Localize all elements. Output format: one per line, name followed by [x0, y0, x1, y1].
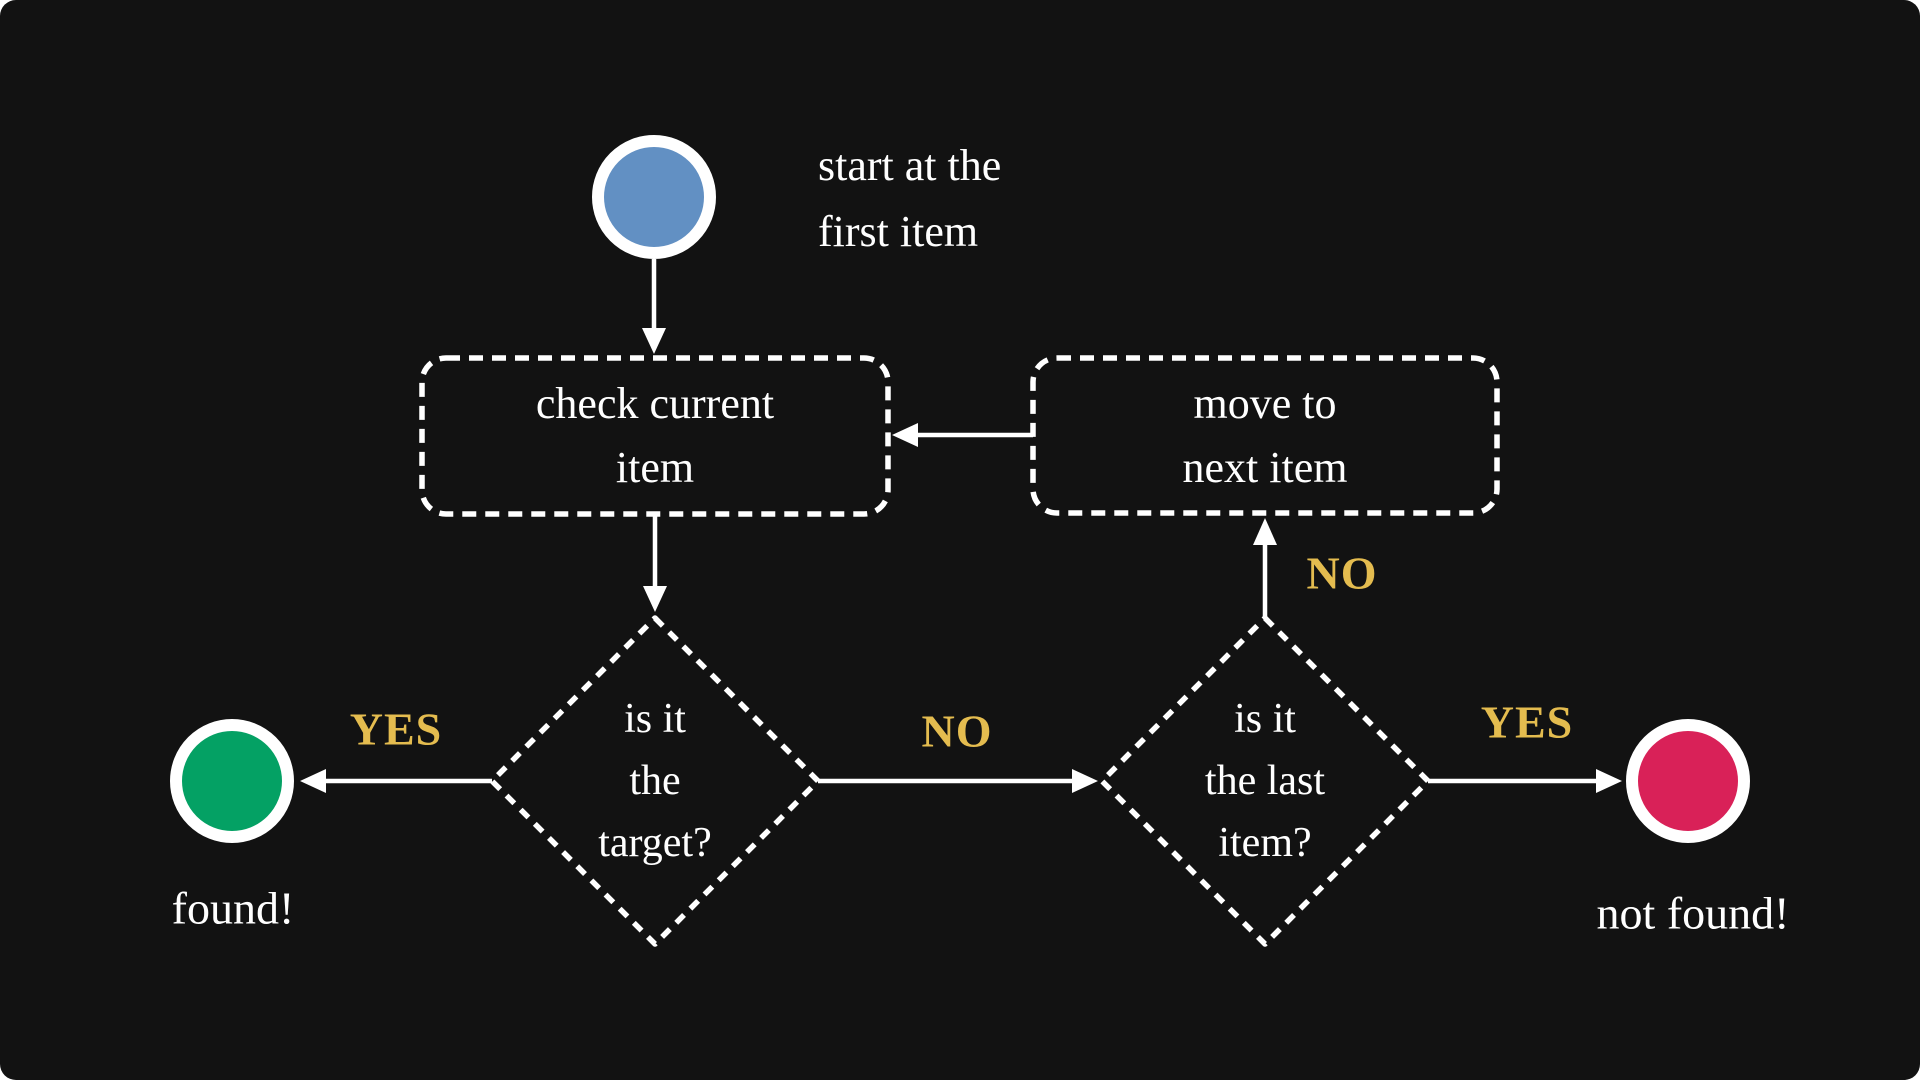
start-node-circle	[592, 135, 716, 259]
check-item-box-text: check current item	[422, 358, 888, 514]
not-found-node-caption: not found!	[1596, 887, 1790, 939]
start-caption-line2: first item	[818, 207, 979, 256]
edge-target-to-last-arrowhead	[1072, 769, 1098, 793]
edge-target-to-found-arrowhead	[300, 769, 326, 793]
move-next-line2: next item	[1182, 442, 1348, 492]
edge-arrows	[300, 259, 1622, 793]
found-node-caption: found!	[171, 882, 295, 934]
last-item-decision-line3: item?	[1218, 820, 1312, 866]
move-next-line1: move to	[1193, 378, 1337, 428]
target-decision-line3: target?	[598, 820, 712, 866]
edge-label-no-middle: NO	[921, 705, 993, 757]
move-next-box-outline	[1030, 355, 1500, 516]
last-item-decision-diamond-outline	[1099, 615, 1431, 947]
edge-label-yes-right: YES	[1480, 696, 1574, 748]
check-item-line2: item	[615, 443, 695, 492]
check-item-line1: check current	[535, 379, 775, 428]
move-next-box-text: move to next item	[1033, 358, 1497, 513]
edge-last-to-move-arrowhead	[1253, 518, 1277, 545]
last-item-decision-line1: is it	[1234, 696, 1296, 742]
start-node-caption: start at the first item	[818, 133, 1001, 265]
edge-move-to-check-arrowhead	[892, 423, 918, 447]
check-item-box-outline	[419, 355, 891, 517]
edge-check-to-target-arrowhead	[643, 586, 667, 612]
edge-label-no-up: NO	[1306, 547, 1378, 599]
found-node-circle	[170, 719, 294, 843]
edge-label-yes-left: YES	[349, 703, 443, 755]
target-decision-line1: is it	[624, 696, 686, 742]
last-item-decision-line2: the last	[1204, 758, 1326, 804]
edge-last-to-notfound-arrowhead	[1596, 769, 1622, 793]
last-item-decision-text: is it the last item?	[1105, 688, 1425, 874]
start-caption-line1: start at the	[818, 141, 1002, 190]
target-decision-text: is it the target?	[495, 688, 815, 874]
target-decision-line2: the	[629, 758, 681, 804]
target-decision-diamond-outline	[489, 615, 821, 947]
edge-start-to-check-arrowhead	[642, 328, 666, 354]
not-found-node-circle	[1626, 719, 1750, 843]
